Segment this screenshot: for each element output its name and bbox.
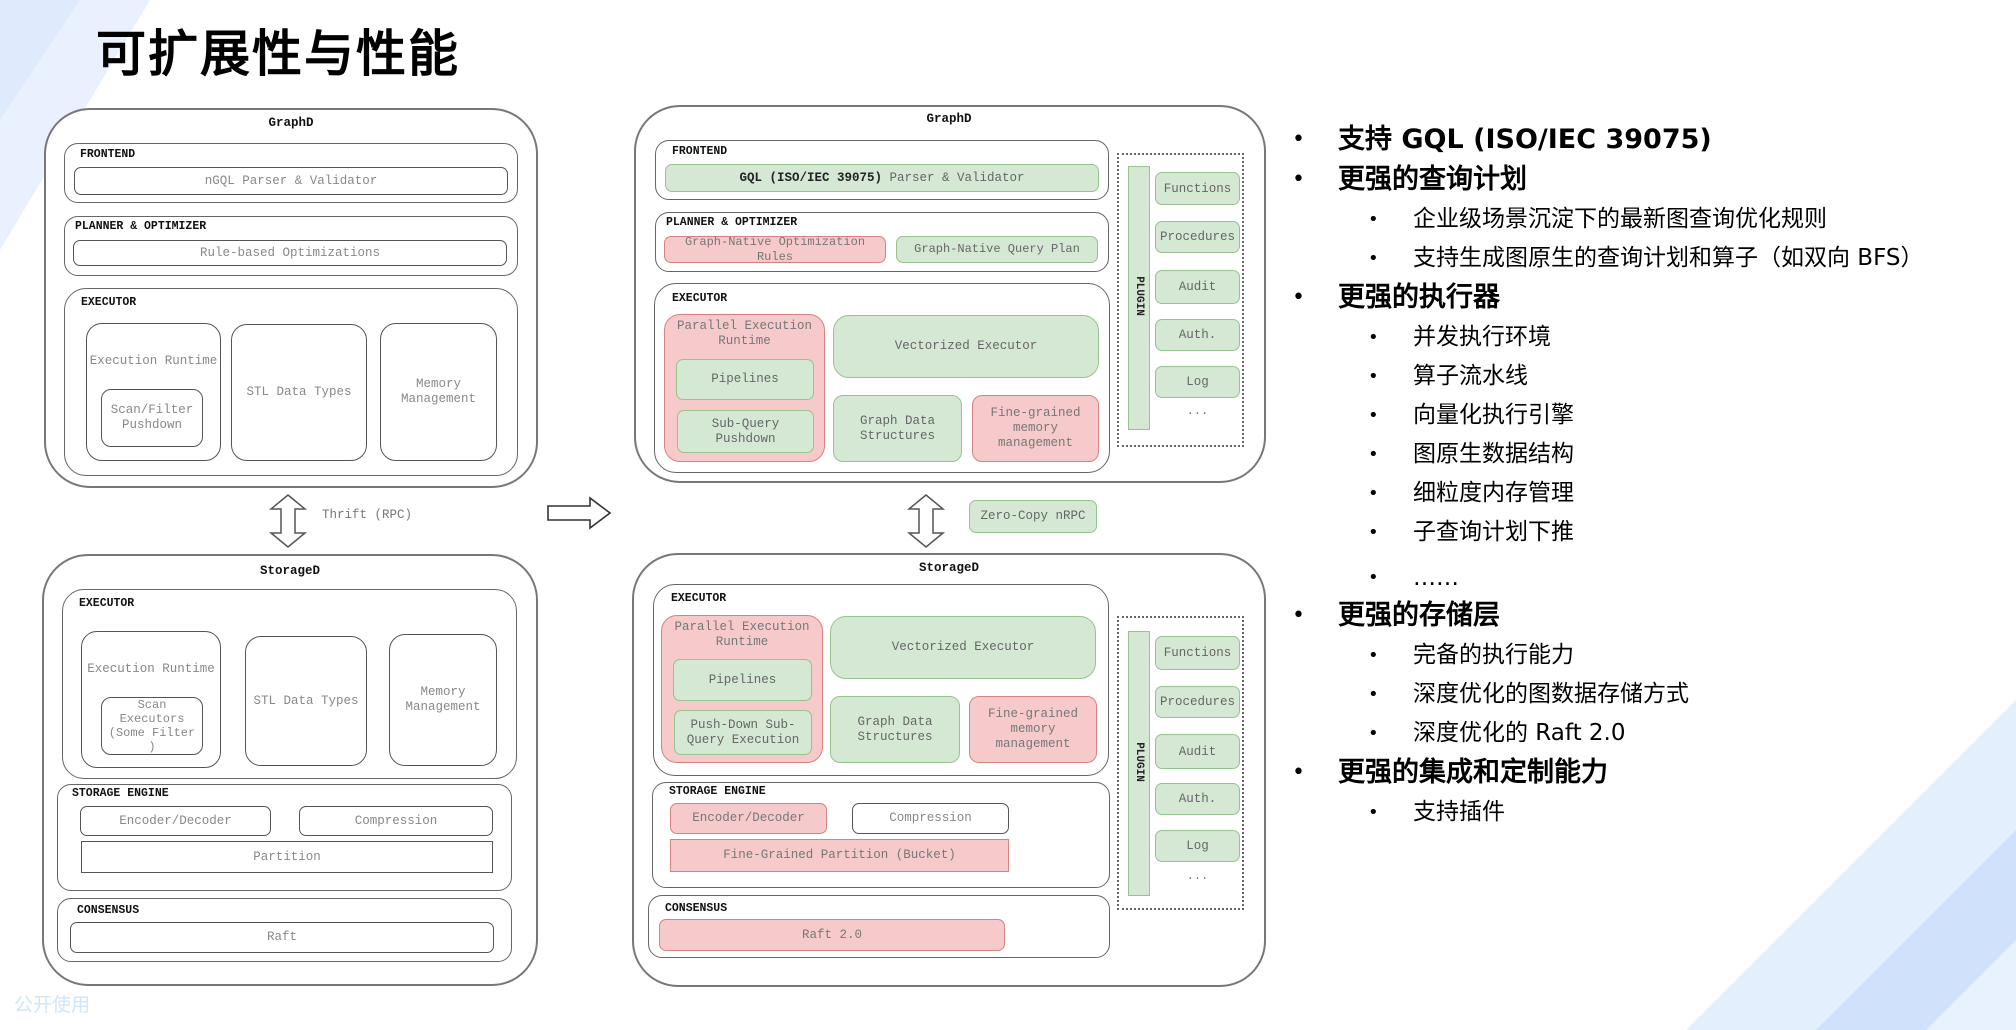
- new-storage-graph-data-structures-box: Graph Data Structures: [830, 696, 960, 763]
- new-storage-fine-grained-memory-box: Fine-grained memory management: [969, 696, 1097, 763]
- feature-executor-item: 并发执行环境: [1288, 318, 2008, 357]
- graphd-plugin-functions: Functions: [1155, 172, 1240, 205]
- feature-storage: 更强的存储层: [1288, 596, 2008, 636]
- old-storage-executor-label: EXECUTOR: [79, 597, 135, 610]
- background-decoration: [0, 0, 80, 120]
- storaged-plugin-functions: Functions: [1155, 636, 1240, 670]
- feature-integration: 更强的集成和定制能力: [1288, 753, 2008, 793]
- old-frontend-label: FRONTEND: [80, 148, 136, 161]
- new-graphd-plugin-bar: [1128, 166, 1150, 430]
- new-storage-vectorized-executor-box: Vectorized Executor: [830, 616, 1096, 679]
- old-executor-label: EXECUTOR: [81, 296, 137, 309]
- new-frontend-label: FRONTEND: [672, 145, 728, 158]
- storaged-plugin-procedures: Procedures: [1155, 686, 1240, 718]
- feature-integration-item: 支持插件: [1288, 793, 2008, 832]
- new-planner-label: PLANNER & OPTIMIZER: [666, 216, 798, 229]
- new-encoder-decoder-box: Encoder/Decoder: [670, 803, 827, 834]
- feature-gql: 支持 GQL (ISO/IEC 39075): [1288, 120, 2008, 160]
- background-decoration: [1926, 940, 2016, 1030]
- new-pipelines-box: Pipelines: [676, 359, 814, 400]
- old-storage-engine-label: STORAGE ENGINE: [72, 787, 169, 800]
- old-ngql-parser-box: nGQL Parser & Validator: [74, 167, 508, 195]
- new-graphd-plugin-panel: [1117, 153, 1244, 447]
- old-storage-execution-runtime-label: Execution Runtime: [87, 662, 215, 676]
- old-rpc-label: Thrift (RPC): [322, 508, 413, 522]
- graphd-plugin-audit: Audit: [1155, 270, 1240, 304]
- old-raft-box: Raft: [70, 922, 494, 953]
- new-storage-pipelines-box: Pipelines: [673, 659, 812, 701]
- old-storage-stl-data-types-box: STL Data Types: [245, 636, 367, 766]
- new-graphd-title: GraphD: [926, 112, 972, 126]
- old-graphd-title: GraphD: [268, 116, 314, 130]
- new-storaged-plugin-panel: [1117, 616, 1244, 910]
- new-parallel-runtime-label: Parallel Execution Runtime: [676, 319, 813, 348]
- new-vectorized-executor-box: Vectorized Executor: [833, 315, 1099, 378]
- feature-storage-item: 深度优化的 Raft 2.0: [1288, 714, 2008, 753]
- feature-executor-item: 向量化执行引擎: [1288, 396, 2008, 435]
- old-partition-box: Partition: [81, 841, 493, 873]
- new-subquery-pushdown-box: Sub-Query Pushdown: [677, 410, 814, 453]
- new-raft-2-box: Raft 2.0: [659, 919, 1005, 951]
- feature-query-plan-item: 企业级场景沉淀下的最新图查询优化规则: [1288, 200, 2008, 239]
- new-executor-label: EXECUTOR: [672, 292, 728, 305]
- new-storage-executor-label: EXECUTOR: [671, 592, 727, 605]
- new-query-plan-box: Graph-Native Query Plan: [896, 236, 1098, 263]
- feature-query-plan: 更强的查询计划: [1288, 160, 2008, 200]
- old-storaged-title: StorageD: [259, 564, 320, 578]
- new-graph-data-structures-box: Graph Data Structures: [833, 395, 962, 462]
- old-encoder-decoder-box: Encoder/Decoder: [80, 806, 271, 836]
- new-fine-grained-memory-box: Fine-grained memory management: [972, 395, 1099, 462]
- old-consensus-label: CONSENSUS: [77, 904, 140, 917]
- feature-executor-item: 子查询计划下推: [1288, 513, 2008, 552]
- new-pushdown-subquery-box: Push-Down Sub-Query Execution: [674, 710, 812, 755]
- page-title: 可扩展性与性能: [96, 25, 460, 83]
- right-arrow-icon: [547, 496, 612, 530]
- feature-storage-item: 深度优化的图数据存储方式: [1288, 675, 2008, 714]
- old-rule-based-box: Rule-based Optimizations: [73, 240, 507, 266]
- old-planner-label: PLANNER & OPTIMIZER: [75, 220, 207, 233]
- storaged-plugin-more: ...: [1186, 869, 1209, 883]
- storaged-plugin-log: Log: [1155, 830, 1240, 862]
- gql-standard-label: GQL (ISO/IEC 39075): [739, 170, 882, 185]
- new-storage-engine-label: STORAGE ENGINE: [669, 785, 766, 798]
- new-storaged-plugin-label: PLUGIN: [1133, 742, 1145, 782]
- parser-validator-label: Parser & Validator: [882, 170, 1025, 185]
- new-optimization-rules-box: Graph-Native Optimization Rules: [664, 235, 886, 264]
- watermark: 公开使用: [14, 994, 91, 1016]
- graphd-plugin-log: Log: [1155, 366, 1240, 398]
- bidirectional-arrow-icon: [906, 494, 946, 548]
- new-fine-grained-partition-box: Fine-Grained Partition (Bucket): [670, 839, 1009, 872]
- feature-executor-item: 细粒度内存管理: [1288, 474, 2008, 513]
- old-scan-executors-box: Scan Executors (Some Filter ): [101, 697, 203, 755]
- new-compression-box: Compression: [852, 803, 1009, 834]
- old-stl-data-types-box: STL Data Types: [231, 324, 367, 461]
- new-storaged-title: StorageD: [918, 561, 979, 575]
- feature-executor-item: ……: [1288, 552, 2008, 604]
- new-storaged-plugin-bar: [1128, 631, 1150, 896]
- old-storage-engine-panel: [57, 784, 512, 891]
- new-storage-parallel-runtime-label: Parallel Execution Runtime: [674, 620, 810, 649]
- old-storage-memory-box: Memory Management: [389, 634, 497, 766]
- background-decoration: [1816, 830, 2016, 1030]
- feature-executor: 更强的执行器: [1288, 278, 2008, 318]
- graphd-plugin-auth: Auth.: [1155, 319, 1240, 351]
- old-compression-box: Compression: [299, 806, 493, 836]
- feature-query-plan-item: 支持生成图原生的查询计划和算子（如双向 BFS）: [1288, 239, 2008, 278]
- old-memory-management-box: Memory Management: [380, 323, 497, 461]
- graphd-plugin-procedures: Procedures: [1155, 221, 1240, 253]
- new-consensus-label: CONSENSUS: [665, 902, 728, 915]
- feature-executor-item: 图原生数据结构: [1288, 435, 2008, 474]
- feature-list: 支持 GQL (ISO/IEC 39075) 更强的查询计划 企业级场景沉淀下的…: [1288, 120, 2008, 832]
- bidirectional-arrow-icon: [268, 494, 308, 548]
- new-gql-parser-box: GQL (ISO/IEC 39075) Parser & Validator: [665, 164, 1099, 192]
- new-graphd-plugin-label: PLUGIN: [1133, 276, 1145, 316]
- graphd-plugin-more: ...: [1186, 404, 1209, 418]
- feature-executor-item: 算子流水线: [1288, 357, 2008, 396]
- feature-storage-item: 完备的执行能力: [1288, 636, 2008, 675]
- old-execution-runtime-label: Execution Runtime: [89, 354, 218, 368]
- old-scan-filter-box: Scan/Filter Pushdown: [101, 389, 203, 447]
- storaged-plugin-audit: Audit: [1155, 734, 1240, 769]
- zero-copy-nrpc-box: Zero-Copy nRPC: [969, 500, 1097, 533]
- storaged-plugin-auth: Auth.: [1155, 783, 1240, 815]
